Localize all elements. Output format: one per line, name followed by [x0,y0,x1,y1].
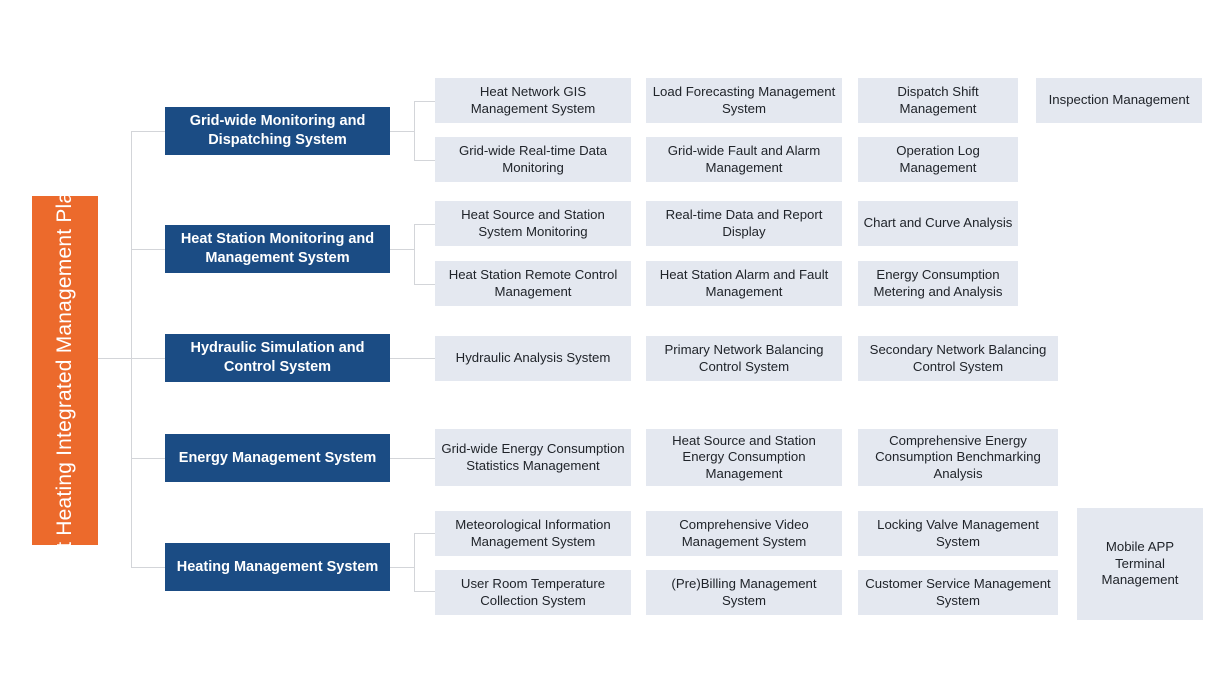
connector-category-1-stem [390,131,415,132]
leaf-customer-service[interactable]: Customer Service Management System [858,570,1058,615]
leaf-locking-valve[interactable]: Locking Valve Management System [858,511,1058,556]
connector-category-2-branch-b [414,284,436,285]
category-box-hydraulic-simulation[interactable]: Hydraulic Simulation and Control System [165,334,390,382]
connector-category-1-branch-a [414,101,436,102]
connector-category-5-branch-a [414,533,436,534]
connector-category-1-branch-b [414,160,436,161]
leaf-comprehensive-video[interactable]: Comprehensive Video Management System [646,511,842,556]
leaf-heat-network-gis[interactable]: Heat Network GIS Management System [435,78,631,123]
connector-trunk-to-category-2 [131,249,166,250]
leaf-comprehensive-energy-benchmarking[interactable]: Comprehensive Energy Consumption Benchma… [858,429,1058,486]
category-box-heating-management[interactable]: Heating Management System [165,543,390,591]
connector-trunk-to-category-1 [131,131,166,132]
leaf-grid-wide-fault-alarm[interactable]: Grid-wide Fault and Alarm Management [646,137,842,182]
connector-category-5-branch-b [414,591,436,592]
connector-category-5-stem [390,567,415,568]
leaf-mobile-app-terminal[interactable]: Mobile APP Terminal Management [1077,508,1203,620]
leaf-primary-network-balancing[interactable]: Primary Network Balancing Control System [646,336,842,381]
connector-root-stub [98,358,131,359]
leaf-grid-wide-energy-statistics[interactable]: Grid-wide Energy Consumption Statistics … [435,429,631,486]
connector-category-2-riser [414,224,415,284]
leaf-realtime-data-report[interactable]: Real-time Data and Report Display [646,201,842,246]
leaf-grid-wide-realtime-data[interactable]: Grid-wide Real-time Data Monitoring [435,137,631,182]
leaf-hydraulic-analysis[interactable]: Hydraulic Analysis System [435,336,631,381]
connector-category-2-branch-a [414,224,436,225]
leaf-heat-station-alarm-fault[interactable]: Heat Station Alarm and Fault Management [646,261,842,306]
connector-category-3-stem [390,358,436,359]
category-box-grid-wide-monitoring[interactable]: Grid-wide Monitoring and Dispatching Sys… [165,107,390,155]
category-box-energy-management[interactable]: Energy Management System [165,434,390,482]
leaf-pre-billing[interactable]: (Pre)Billing Management System [646,570,842,615]
connector-trunk-to-category-5 [131,567,166,568]
leaf-user-room-temperature[interactable]: User Room Temperature Collection System [435,570,631,615]
connector-category-1-riser [414,101,415,161]
leaf-heat-source-station-monitoring[interactable]: Heat Source and Station System Monitorin… [435,201,631,246]
leaf-energy-consumption-metering[interactable]: Energy Consumption Metering and Analysis [858,261,1018,306]
leaf-load-forecasting[interactable]: Load Forecasting Management System [646,78,842,123]
connector-trunk-to-category-4 [131,458,166,459]
connector-category-5-riser [414,533,415,592]
category-box-heat-station-monitoring[interactable]: Heat Station Monitoring and Management S… [165,225,390,273]
connector-trunk [131,131,132,568]
leaf-heat-station-remote-control[interactable]: Heat Station Remote Control Management [435,261,631,306]
connector-category-2-stem [390,249,415,250]
root-platform-label: Smart Heating Integrated Management Plat… [53,142,77,599]
leaf-meteorological-information[interactable]: Meteorological Information Management Sy… [435,511,631,556]
leaf-heat-source-station-energy[interactable]: Heat Source and Station Energy Consumpti… [646,429,842,486]
leaf-inspection-management[interactable]: Inspection Management [1036,78,1202,123]
connector-category-4-stem [390,458,436,459]
connector-trunk-to-category-3 [131,358,166,359]
leaf-secondary-network-balancing[interactable]: Secondary Network Balancing Control Syst… [858,336,1058,381]
leaf-dispatch-shift[interactable]: Dispatch Shift Management [858,78,1018,123]
root-platform-box[interactable]: Smart Heating Integrated Management Plat… [32,143,98,598]
leaf-chart-curve-analysis[interactable]: Chart and Curve Analysis [858,201,1018,246]
leaf-operation-log[interactable]: Operation Log Management [858,137,1018,182]
